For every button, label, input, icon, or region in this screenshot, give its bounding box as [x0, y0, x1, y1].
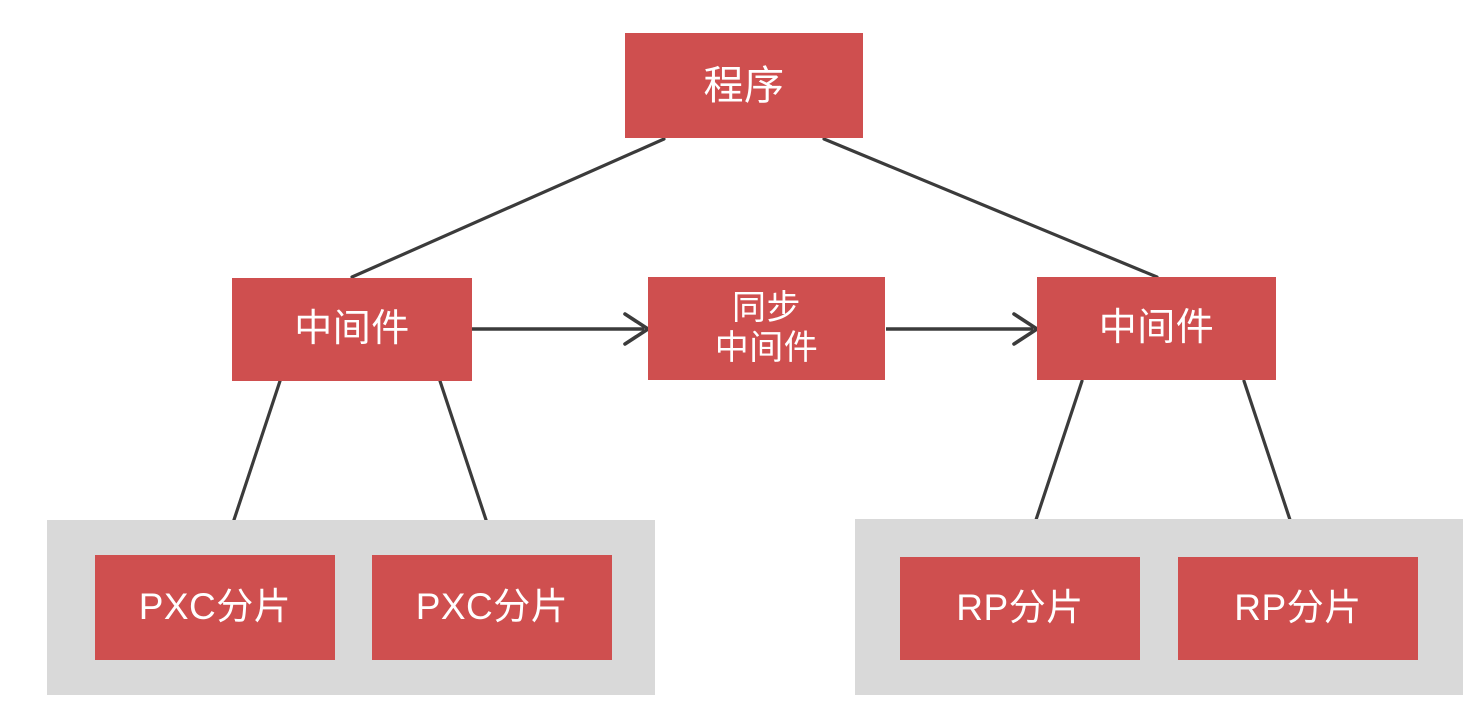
node-program-label: 程序	[703, 63, 785, 108]
node-rp-shard-2[interactable]: RP分片	[1178, 557, 1418, 660]
node-pxc-shard-1-label: PXC分片	[138, 586, 292, 628]
node-middleware-left-label: 中间件	[294, 307, 410, 350]
node-pxc-shard-2-label: PXC分片	[415, 586, 569, 628]
node-sync-middleware[interactable]: 同步 中间件	[648, 277, 885, 380]
node-middleware-right-label: 中间件	[1098, 306, 1215, 349]
arrowhead-sync-to-middleware-right	[1012, 312, 1039, 346]
node-rp-shard-1[interactable]: RP分片	[900, 557, 1140, 660]
node-program[interactable]: 程序	[625, 33, 863, 138]
connector-program-to-middleware-left	[350, 137, 666, 279]
node-sync-middleware-label: 同步 中间件	[714, 289, 819, 367]
node-rp-shard-1-label: RP分片	[956, 587, 1084, 629]
connector-program-to-middleware-right	[822, 137, 1159, 279]
node-middleware-right[interactable]: 中间件	[1037, 277, 1276, 380]
node-pxc-shard-1[interactable]: PXC分片	[95, 555, 335, 660]
node-pxc-shard-2[interactable]: PXC分片	[372, 555, 612, 660]
node-rp-shard-2-label: RP分片	[1234, 587, 1362, 629]
arrowhead-middleware-left-to-sync	[623, 312, 650, 346]
node-middleware-left[interactable]: 中间件	[232, 278, 472, 381]
